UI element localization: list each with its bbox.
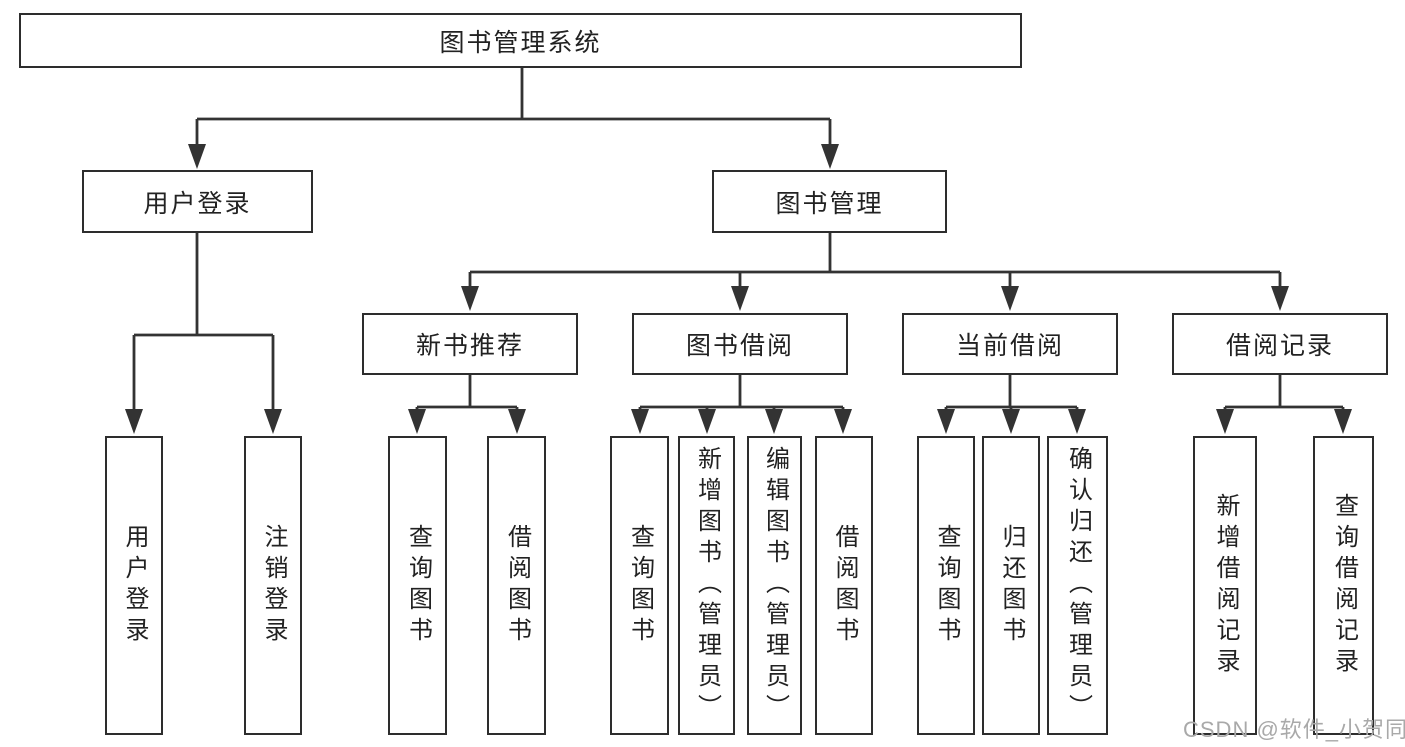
leaf-query-books-recommend: 查询图书 xyxy=(388,436,447,735)
leaf-query-books-current: 查询图书 xyxy=(917,436,975,735)
leaf-edit-book-admin: 编辑图书（管理员） xyxy=(747,436,802,735)
leaf-query-borrow-record: 查询借阅记录 xyxy=(1313,436,1374,735)
leaf-return-book: 归还图书 xyxy=(982,436,1040,735)
node-library-system: 图书管理系统 xyxy=(19,13,1022,68)
leaf-logout: 注销登录 xyxy=(244,436,302,735)
leaf-borrow-books-recommend: 借阅图书 xyxy=(487,436,546,735)
watermark-text: CSDN @软件_小贺同学 xyxy=(1183,717,1405,742)
node-current-borrow: 当前借阅 xyxy=(902,313,1118,375)
leaf-user-login: 用户登录 xyxy=(105,436,163,735)
node-borrow-records: 借阅记录 xyxy=(1172,313,1388,375)
node-book-borrow: 图书借阅 xyxy=(632,313,848,375)
leaf-borrow-books-borrow: 借阅图书 xyxy=(815,436,873,735)
node-book-management: 图书管理 xyxy=(712,170,947,233)
leaf-confirm-return-admin: 确认归还（管理员） xyxy=(1047,436,1108,735)
leaf-add-borrow-record: 新增借阅记录 xyxy=(1193,436,1257,735)
node-user-login: 用户登录 xyxy=(82,170,313,233)
leaf-query-books-borrow: 查询图书 xyxy=(610,436,669,735)
leaf-add-book-admin: 新增图书（管理员） xyxy=(678,436,735,735)
node-new-book-recommend: 新书推荐 xyxy=(362,313,578,375)
